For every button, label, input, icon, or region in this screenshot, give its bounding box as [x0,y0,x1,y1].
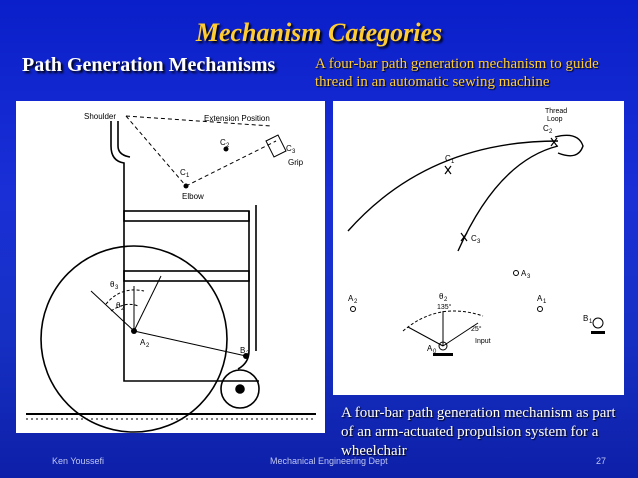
footer-page-number: 27 [596,456,607,466]
c1-label: C [445,154,451,163]
a2-sub: 2 [354,299,358,305]
c3-sub: 3 [477,239,481,245]
c1-sub: 1 [451,159,455,165]
c3-label: C [471,234,477,243]
theta3-label: θ [110,280,115,289]
b2-label: B [240,346,245,355]
c3-label: C [286,144,292,153]
large-wheel [40,245,228,433]
a0-sub: 0 [433,349,437,355]
c1-sub: 1 [186,173,190,179]
grip-label: Grip [288,158,304,167]
a1-label: A [537,294,543,303]
c1-label: C [180,168,186,177]
theta2-sub: 2 [444,297,448,303]
extension-label: Extension Position [204,114,270,123]
theta2-sub: 2 [121,306,125,312]
sewing-figure: Thread Loop C 2 C 1 C 3 A 3 A 2 A 1 B 1 … [333,101,624,395]
footer-author: Ken Youssefi [52,456,105,466]
c2-label: C [220,138,226,147]
c2-label: C [543,124,549,133]
slide-title: Mechanism Categories [195,18,443,47]
slide-subtitle: Path Generation Mechanisms [22,54,276,76]
theta3-sub: 3 [115,285,119,291]
c3-sub: 3 [292,149,296,155]
sewing-diagram: Thread Loop C 2 C 1 C 3 A 3 A 2 A 1 B 1 … [347,108,605,356]
a2-label: A [140,338,146,347]
b2-sub: 2 [246,351,250,357]
shoulder-label: Shoulder [84,112,116,121]
b1-sub: 1 [589,319,593,325]
footer-course: Mechanical Engineering Dept [270,456,388,466]
angle-25-label: 25° [471,325,482,333]
wheelchair-caption: A four-bar path generation mechanism as … [341,405,616,459]
a1-sub: 1 [543,299,547,305]
a0-label: A [427,344,433,353]
theta2-label: θ [116,301,121,310]
outer-path-arc [347,140,559,232]
inner-path-arc [457,145,559,252]
a3-sub: 3 [527,274,531,280]
b1-label: B [583,314,588,323]
wheelchair-figure: Shoulder Extension Position C 2 C 3 Grip… [16,101,325,433]
c2-sub: 2 [549,129,553,135]
angle-135-label: 135° [437,303,452,311]
sewing-caption: A four-bar path generation mechanism to … [315,56,599,90]
a3-label: A [521,269,527,278]
caster-wheel [220,369,260,409]
elbow-label: Elbow [182,192,204,201]
wheelchair-diagram: Shoulder Extension Position C 2 C 3 Grip… [26,112,316,433]
a2-sub: 2 [146,343,150,349]
c2-sub: 2 [226,143,230,149]
a2-label: A [348,294,354,303]
loop-label: Loop [547,116,563,123]
theta2-label: θ [439,292,444,301]
thread-label: Thread [545,108,567,115]
input-label: Input [475,338,491,345]
